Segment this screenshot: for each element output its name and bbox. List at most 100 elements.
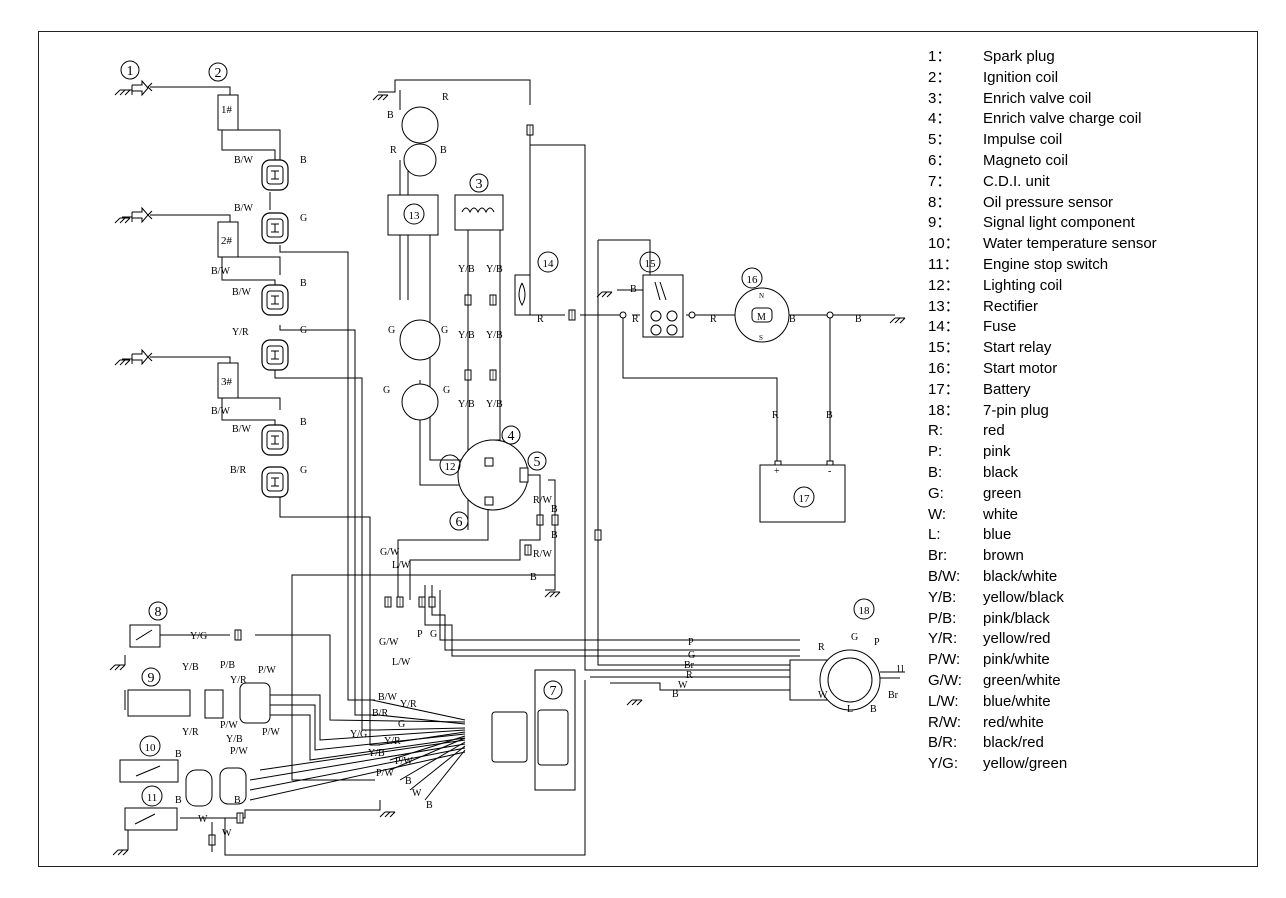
callout-16: 16 [747,274,759,286]
legend-item: 12： Lighting coil [928,276,1248,297]
legend-item: 4： Enrich valve charge coil [928,109,1248,130]
legend-item: 16： Start motor [928,359,1248,380]
wire-label: B [234,795,241,806]
plug-br: Br [888,690,899,701]
legend-key: G: [928,484,944,502]
wire-label: B/W [211,406,230,417]
wire-label: B [300,278,307,289]
legend-key: 13： [928,297,960,315]
legend-label: Start motor [983,359,1058,377]
wire-label: G [383,385,390,396]
wire-label: Y/B [486,399,503,410]
legend-key: B/W: [928,567,961,585]
legend-label: Impulse coil [983,131,1063,149]
wire-label: B [551,530,558,541]
callout-7: 7 [550,684,557,699]
legend-item: 7： C.D.I. unit [928,172,1248,193]
legend-label: black [983,463,1019,481]
legend-item: 17： Battery [928,380,1248,401]
legend-label: Fuse [983,318,1017,336]
legend-key: P: [928,443,943,461]
legend-label: Spark plug [983,48,1055,65]
wire-label: G/W [380,547,400,558]
legend-item: Br: brown [928,546,1248,567]
wire-label: P/W [258,665,276,676]
legend-label: Oil pressure sensor [983,193,1114,211]
wire-label: Y/R [182,727,199,738]
legend-label: Engine stop switch [983,255,1109,273]
battery-plus: + [774,466,780,477]
wire-label: B/W [232,424,251,435]
legend-label: yellow/green [983,755,1068,773]
legend-label: Enrich valve charge coil [983,110,1142,128]
legend-key: B/R: [928,734,958,752]
wire-label: R [710,314,717,325]
wire-label: G [398,719,405,730]
legend-key: 12： [928,276,960,294]
wire-label: B [855,314,862,325]
legend-key: 3： [928,89,952,107]
wire-label: P/W [376,768,394,779]
legend-item: 11： Engine stop switch [928,255,1248,276]
legend-key: 2： [928,68,952,86]
wire-label: B [551,504,558,515]
motor-m: M [757,312,766,323]
legend-label: green/white [983,671,1061,689]
legend-key: 9： [928,214,952,232]
legend-key: 5： [928,131,952,149]
cylinder-1-label: 1# [221,104,233,116]
callout-14: 14 [543,258,555,270]
wire-label: Y/R [384,736,401,747]
wire-label: W [222,828,232,839]
callout-6: 6 [456,515,463,530]
wire-label: Y/R [230,675,247,686]
wire-label: R [772,410,779,421]
legend-item: 13： Rectifier [928,297,1248,318]
wire-label: R/W [533,549,552,560]
legend-label: yellow/black [983,588,1064,606]
wire-label: B [426,800,433,811]
motor-s: S [759,334,763,342]
legend-item: 3： Enrich valve coil [928,89,1248,110]
legend-label: blue [983,526,1012,544]
callout-13: 13 [409,210,421,222]
legend-key: 17： [928,380,960,398]
legend-item: P/B: pink/black [928,609,1248,630]
callout-18: 18 [859,605,871,617]
legend-item: 18： 7-pin plug [928,401,1248,422]
wire-label: R/W [533,495,552,506]
wire-label: B [630,284,637,295]
legend-item: P/W: pink/white [928,650,1248,671]
wire-label: Y/G [350,729,367,740]
legend-item: W: white [928,505,1248,526]
legend-label: black/red [983,734,1044,752]
legend-key: G/W: [928,671,962,689]
plug-p: P [874,637,880,648]
legend-key: 4： [928,110,952,128]
legend-item: 2： Ignition coil [928,68,1248,89]
wire-label: B [530,572,537,583]
callout-4: 4 [508,429,515,444]
wire-label: R [442,92,449,103]
legend-item: 5： Impulse coil [928,130,1248,151]
callout-2: 2 [215,66,222,81]
legend-key: P/W: [928,651,961,669]
legend-label: Start relay [983,339,1052,357]
wire-label: G [300,465,307,476]
wire-label: B [300,155,307,166]
legend-item: 8： Oil pressure sensor [928,193,1248,214]
wire-label: Y/B [458,399,475,410]
callout-9: 9 [148,671,155,686]
legend-key: 1： [928,48,952,65]
wire-label: B/W [234,203,253,214]
legend-label: Enrich valve coil [983,89,1092,107]
wire-label: B [387,110,394,121]
legend-key: P/B: [928,609,957,627]
wire-label: G [443,385,450,396]
legend-key: W: [928,505,947,523]
wire-label: P/W [262,727,280,738]
legend-key: 11： [928,255,959,273]
wire-label: Y/B [458,264,475,275]
legend-item: Y/B: yellow/black [928,588,1248,609]
cylinder-3-label: 3# [221,376,233,388]
